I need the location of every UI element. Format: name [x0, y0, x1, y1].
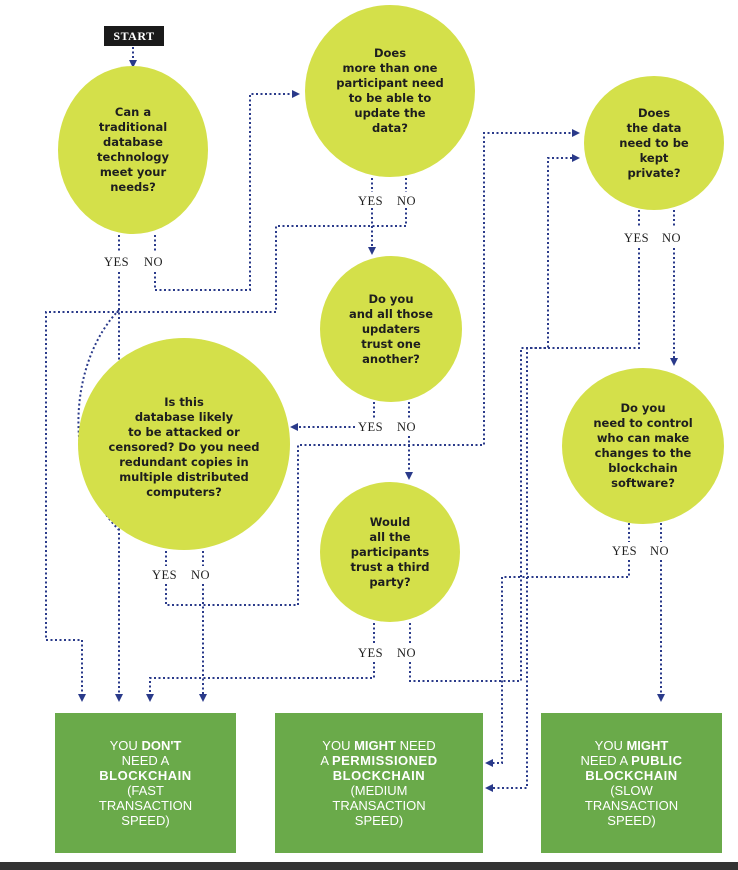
outcome-perm-speed2: TRANSACTION — [332, 798, 426, 813]
question-updaters-trust: Do you and all those updaters trust one … — [320, 256, 462, 402]
question-data-private: Does the data need to be kept private? — [584, 76, 724, 210]
outcome-no-line2: NEED A — [121, 753, 170, 768]
question-multiple-participants: Does more than one participant need to b… — [305, 5, 475, 177]
outcome-no-speed3: SPEED) — [121, 813, 170, 828]
start-label: START — [104, 26, 164, 46]
answer-q3-yes: YES — [358, 420, 384, 434]
connector-q4-yes — [165, 133, 578, 606]
answer-q2-no: NO — [397, 194, 417, 208]
outcome-perm-speed3: SPEED) — [354, 813, 404, 828]
question-traditional-database: Can a traditional database technology me… — [58, 66, 208, 234]
outcome-permissioned-blockchain: YOU MIGHT NEED A PERMISSIONED BLOCKCHAIN… — [275, 713, 483, 853]
connector-q3-yes — [292, 402, 375, 427]
outcome-perm-big1: PERMISSIONED — [331, 753, 438, 768]
answer-q7-no: NO — [650, 544, 670, 558]
outcome-pub-speed1: (SLOW — [610, 783, 653, 798]
outcome-perm-em: MIGHT — [354, 738, 396, 753]
outcome-perm-line2: A — [320, 753, 332, 768]
answer-q2-yes: YES — [358, 194, 384, 208]
outcome-pub-em: MIGHT — [626, 738, 669, 753]
outcome-no-em: DON'T — [141, 738, 182, 753]
outcome-no-speed2: TRANSACTION — [98, 798, 193, 813]
answer-q7-yes: YES — [612, 544, 638, 558]
answer-q6-yes: YES — [624, 231, 650, 245]
outcome-no-blockchain: YOU DON'T NEED A BLOCKCHAIN (FAST TRANSA… — [55, 713, 236, 853]
outcome-pub-line1: YOU — [594, 738, 627, 753]
outcome-pub-big2: BLOCKCHAIN — [585, 768, 678, 783]
answer-q4-yes: YES — [152, 568, 178, 582]
outcome-pub-big1: PUBLIC — [631, 753, 683, 768]
question-control-software: Do you need to control who can make chan… — [562, 368, 724, 524]
outcome-perm-line1b: NEED — [395, 738, 436, 753]
answer-q5-yes: YES — [358, 646, 384, 660]
footer-bar — [0, 862, 738, 870]
outcome-no-line1: YOU — [109, 738, 142, 753]
outcome-pub-speed3: SPEED) — [607, 813, 656, 828]
outcome-pub-speed2: TRANSACTION — [584, 798, 679, 813]
answer-q1-yes: YES — [104, 255, 130, 269]
answer-q4-no: NO — [191, 568, 211, 582]
outcome-public-blockchain: YOU MIGHT NEED A PUBLIC BLOCKCHAIN (SLOW… — [541, 713, 722, 853]
outcome-perm-big2: BLOCKCHAIN — [332, 768, 426, 783]
answer-q5-no: NO — [397, 646, 417, 660]
connector-q6-yes — [487, 210, 640, 788]
outcome-perm-speed1: (MEDIUM — [350, 783, 408, 798]
question-third-party: Would all the participants trust a third… — [320, 482, 460, 622]
outcome-perm-line1: YOU — [322, 738, 355, 753]
outcome-pub-line2: NEED A — [580, 753, 632, 768]
outcome-no-speed1: (FAST — [127, 783, 164, 798]
question-attack-censor: Is this database likely to be attacked o… — [78, 338, 290, 550]
answer-q3-no: NO — [397, 420, 417, 434]
connector-q1-no — [154, 94, 298, 291]
connector-q7-yes — [487, 523, 630, 763]
answer-q6-no: NO — [662, 231, 682, 245]
connector-q5-yes — [150, 623, 375, 700]
connector-q5-no — [409, 158, 578, 682]
outcome-no-big: BLOCKCHAIN — [99, 768, 192, 783]
answer-q1-no: NO — [144, 255, 164, 269]
